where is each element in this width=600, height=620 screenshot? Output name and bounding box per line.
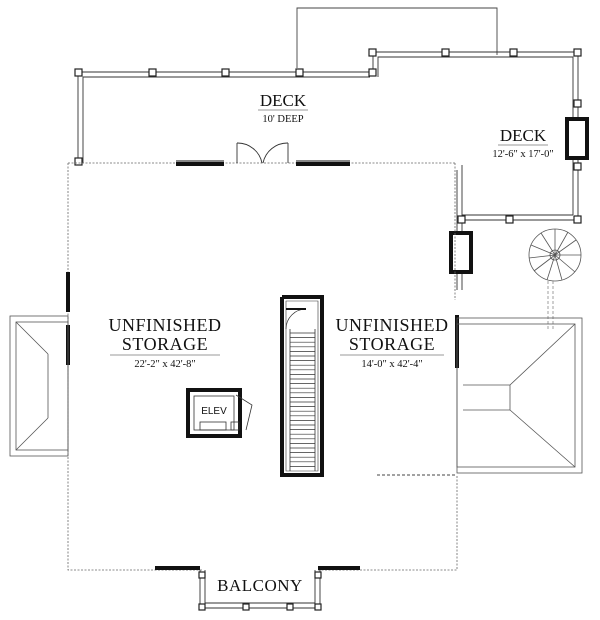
building-walls	[67, 162, 458, 571]
chimney-deck	[565, 117, 589, 160]
deck-double-door	[236, 142, 289, 164]
side-deck-size: 12'-6" x 17'-0"	[492, 149, 553, 160]
left-storage-title-line1: UNFINISHED	[109, 315, 222, 335]
right-storage-title-line2: STORAGE	[349, 334, 435, 354]
side-deck-title: DECK	[500, 126, 547, 145]
left-roof	[9, 315, 69, 457]
railing-posts	[74, 48, 582, 224]
main-deck-railing	[77, 51, 579, 290]
elevator-label: ELEV	[201, 406, 227, 417]
right-storage-title-line1: UNFINISHED	[336, 315, 449, 335]
spiral-stair	[528, 228, 582, 330]
balcony	[199, 570, 321, 609]
left-storage-size: 22'-2" x 42'-8"	[134, 359, 195, 370]
balcony-title: BALCONY	[217, 576, 303, 595]
right-storage-size: 14'-0" x 42'-4"	[361, 359, 422, 370]
left-storage-title-line2: STORAGE	[122, 334, 208, 354]
chimney-side	[449, 231, 473, 274]
central-stair	[280, 295, 324, 477]
upper-roof-outline	[296, 7, 498, 68]
balcony-posts	[198, 571, 322, 611]
right-roof	[456, 317, 583, 474]
elevator	[186, 388, 253, 438]
main-deck-size: 10' DEEP	[262, 114, 303, 125]
main-deck-title: DECK	[260, 91, 307, 110]
